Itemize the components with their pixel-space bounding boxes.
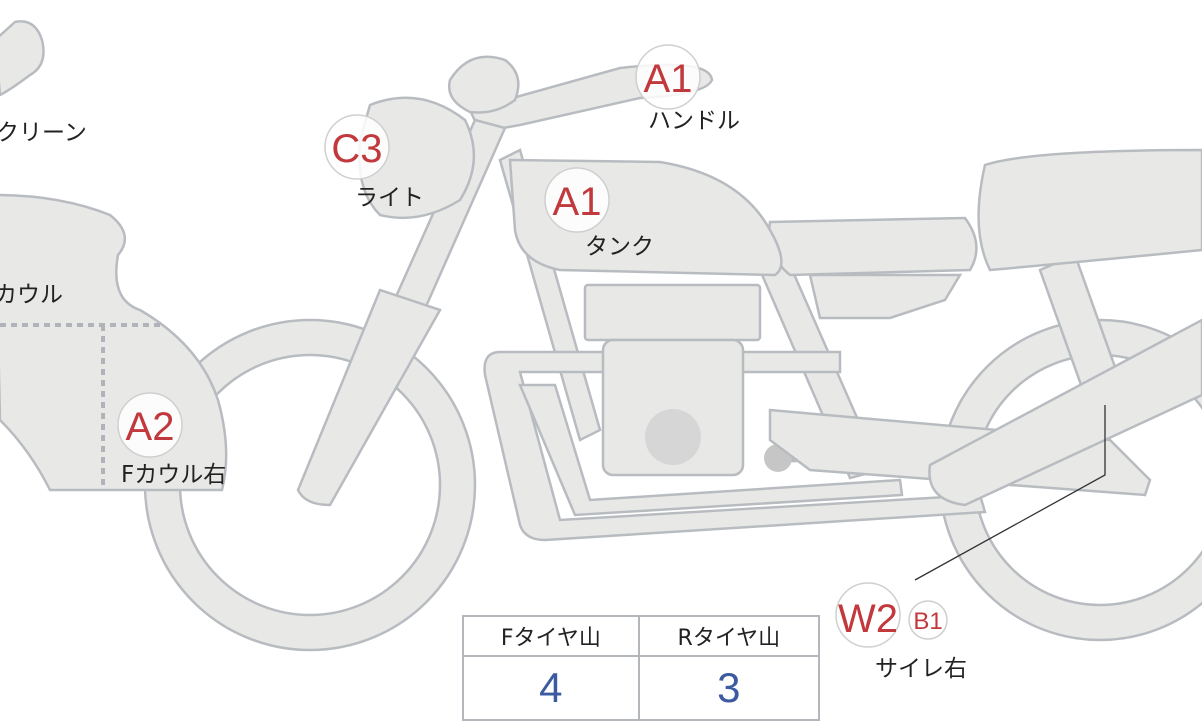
- seat-front: [767, 216, 978, 277]
- svg-text:W2: W2: [838, 597, 898, 641]
- front-cowl[interactable]: [0, 193, 228, 492]
- engine-body: [601, 338, 745, 477]
- front-fork-lower: [296, 288, 442, 507]
- label-screen: クリーン: [0, 120, 87, 146]
- svg-text:A1: A1: [644, 57, 693, 101]
- leader-line: [914, 405, 1106, 581]
- label-cowl: カウル: [0, 282, 63, 308]
- grade-badge-muffler-right: W2 B1: [835, 582, 948, 648]
- front-wheel[interactable]: [143, 318, 477, 652]
- svg-text:A2: A2: [126, 405, 175, 449]
- tire-tread-table: Fタイヤ山 Rタイヤ山 4 3: [462, 615, 821, 721]
- muffler[interactable]: [928, 318, 1202, 507]
- label-muffler-right: サイレ右: [875, 656, 967, 682]
- exhaust-pipe-2: [518, 383, 904, 517]
- label-front-cowl-right: Fカウル右: [121, 462, 226, 488]
- label-tank: タンク: [585, 234, 654, 260]
- meter: [447, 55, 520, 114]
- engine-cover: [645, 409, 701, 465]
- front-tire-value: 4: [462, 655, 640, 721]
- cowl-divider: [0, 323, 165, 488]
- seat-rear: [977, 148, 1202, 272]
- rear-tire-value: 3: [637, 655, 821, 721]
- exhaust-pipe: [483, 350, 987, 542]
- engine-top: [583, 283, 762, 342]
- svg-text:C3: C3: [331, 127, 382, 171]
- svg-text:A1: A1: [553, 180, 602, 224]
- label-handle: ハンドル: [648, 108, 740, 134]
- front-tire-header: Fタイヤ山: [462, 615, 640, 657]
- grade-badge-tank: A1: [544, 167, 610, 233]
- rear-tire-header: Rタイヤ山: [637, 615, 821, 657]
- grade-badge-handle: A1: [635, 44, 701, 110]
- grade-badge-light: C3: [324, 114, 390, 180]
- grade-badge-front-cowl-right: A2: [117, 392, 183, 458]
- label-light: ライト: [355, 185, 424, 211]
- grade-sub-badge: B1: [913, 608, 942, 635]
- side-cover: [808, 273, 963, 320]
- headlight[interactable]: [357, 96, 476, 220]
- windscreen[interactable]: [0, 20, 45, 97]
